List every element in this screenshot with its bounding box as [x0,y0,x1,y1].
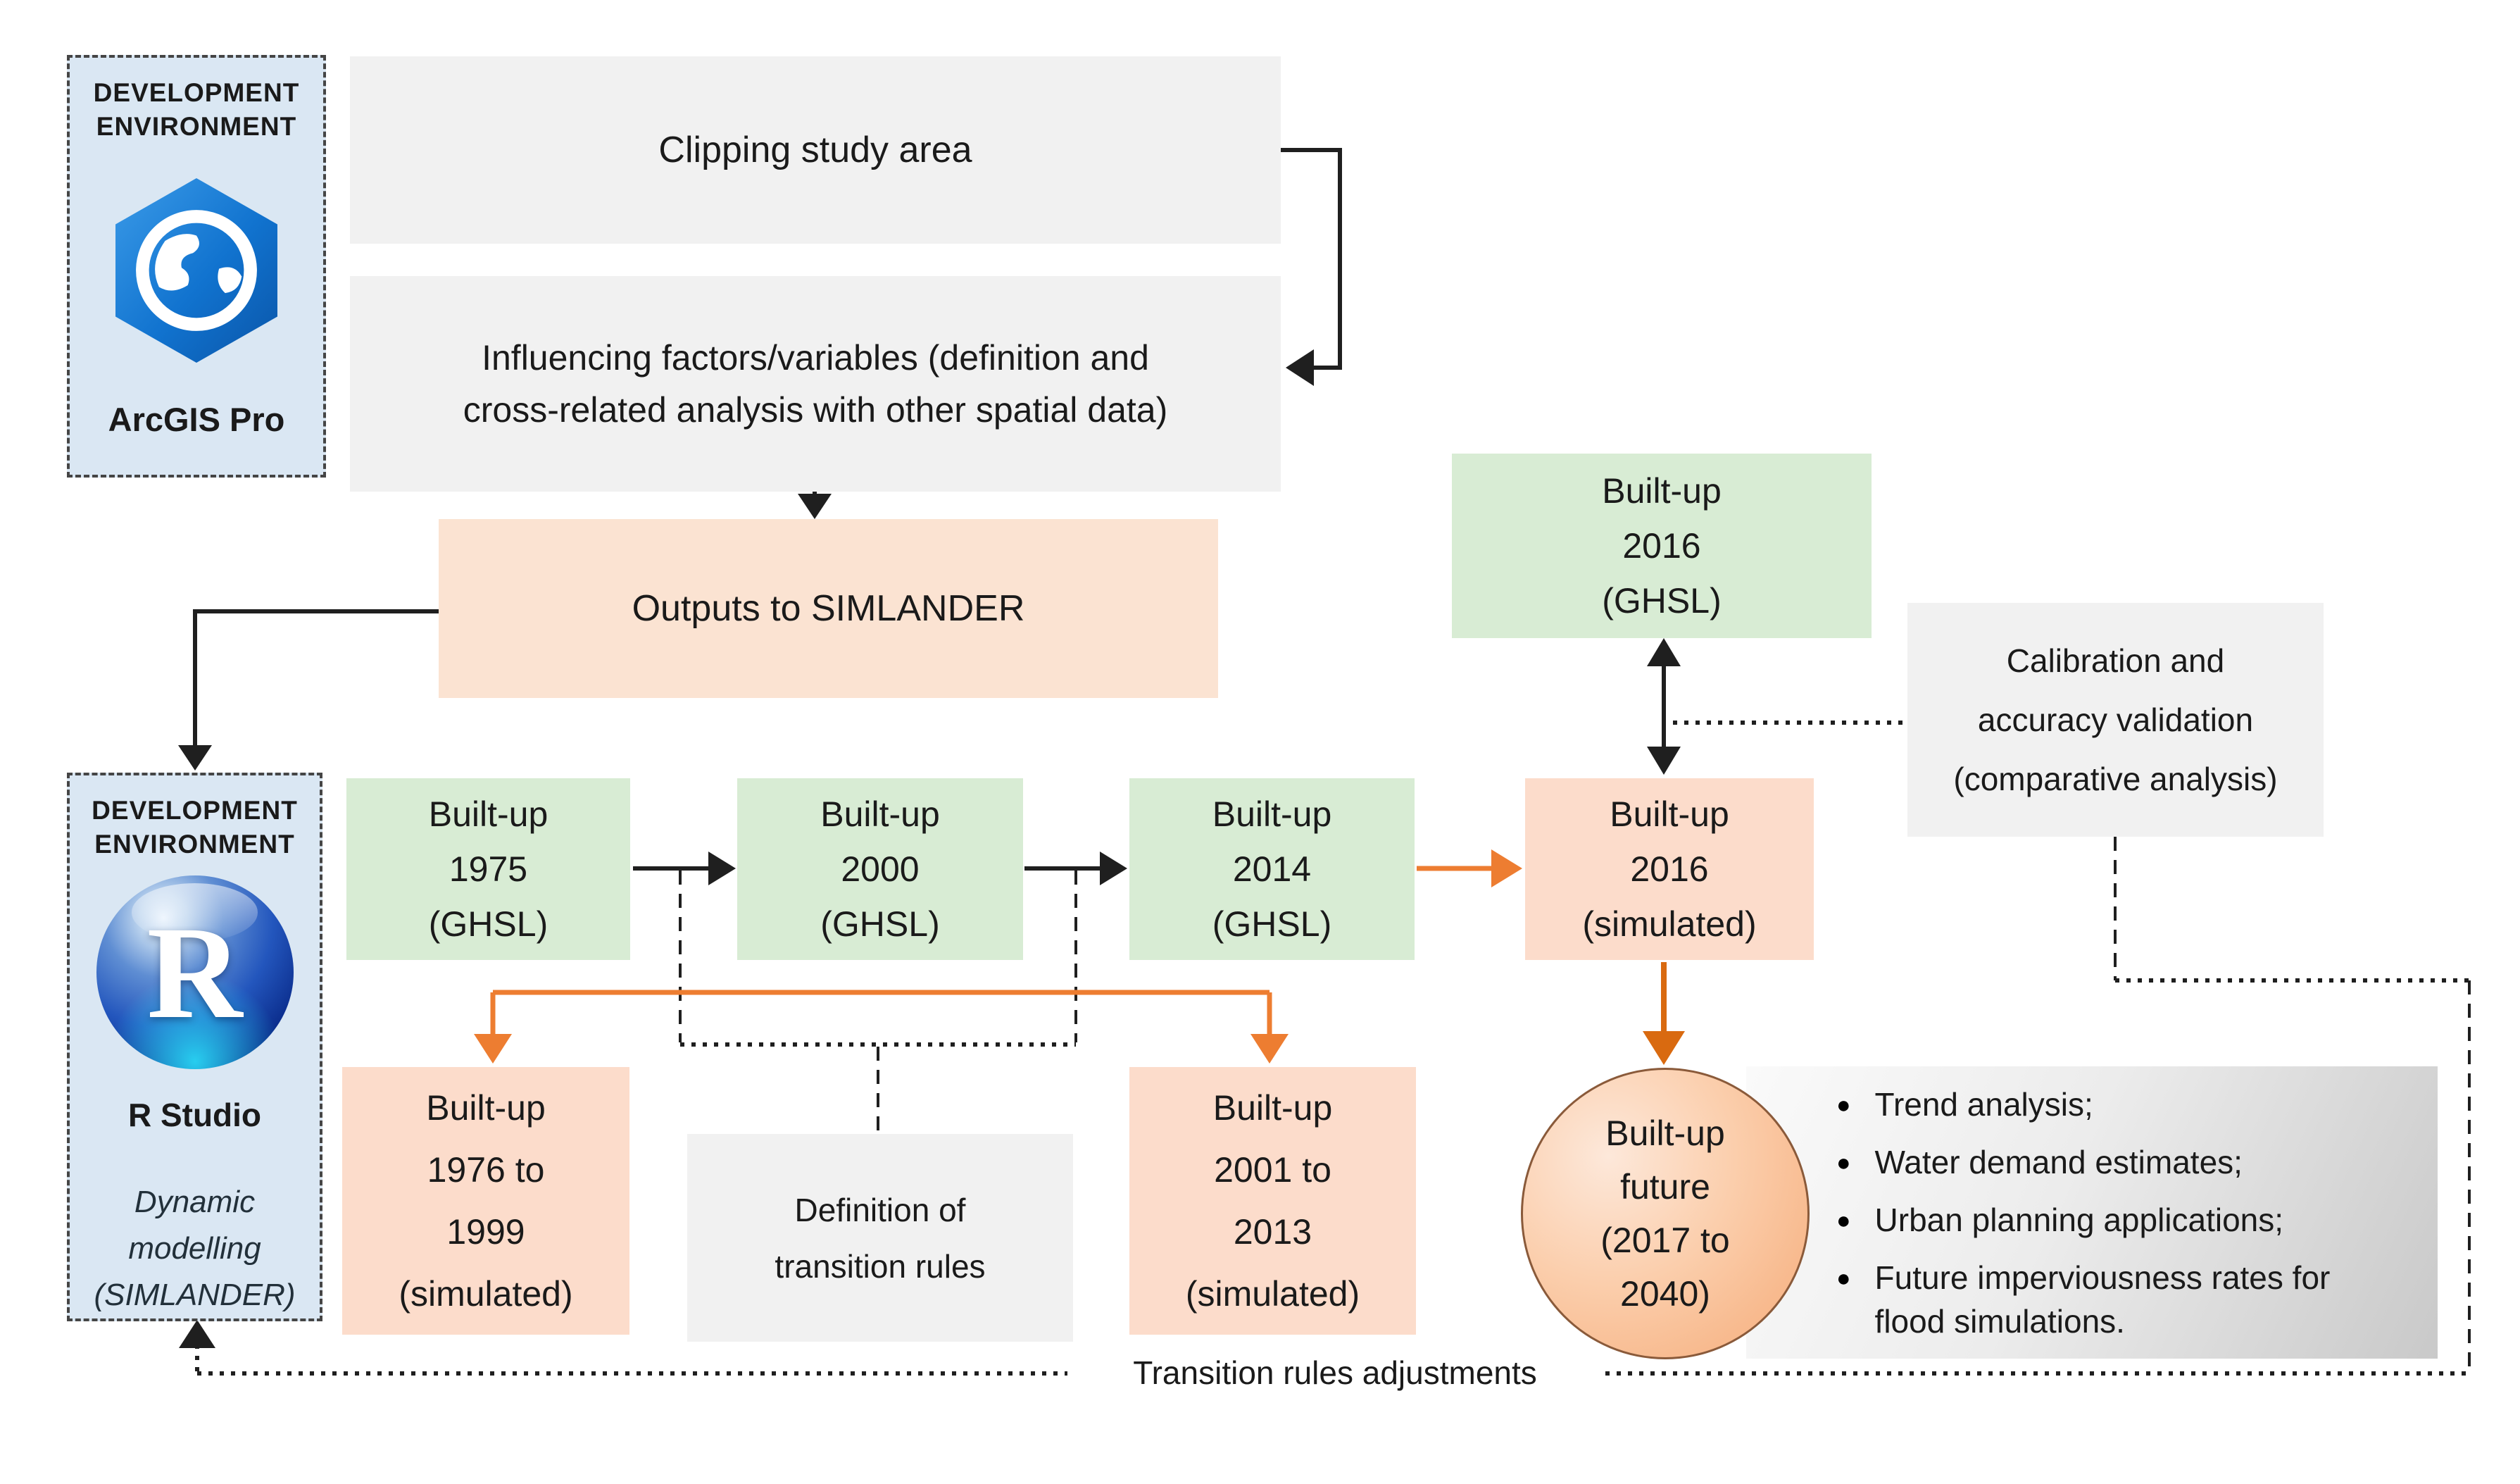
node-outputs-to-simlander: Outputs to SIMLANDER [439,519,1218,698]
node-label-line: Built-up [1212,1088,1333,1128]
rstudio-environment-box: DEVELOPMENT ENVIRONMENT R R Studio Dynam… [67,773,322,1321]
node-label-line: 2016 [1622,526,1701,566]
node-label-line: cross-related analysis with other spatia… [463,390,1168,430]
node-label-line: 1975 [449,849,528,889]
node-builtup-1976-1999-simulated: Built-up 1976 to 1999 (simulated) [342,1067,629,1335]
node-label-line: (GHSL) [1602,581,1722,621]
node-label-line: (comparative analysis) [1953,761,2278,797]
list-item-label: Urban planning applications; [1874,1201,2284,1238]
node-builtup-2014-ghsl: Built-up 2014 (GHSL) [1129,778,1415,960]
node-label-line: Influencing factors/variables (definitio… [482,338,1149,378]
node-label-line: 2040) [1620,1274,1710,1314]
r-studio-logo-icon: R [96,875,294,1069]
arrow-clipping-to-influencing [1281,148,1342,370]
arrow-outputs-to-rstudio [193,609,439,748]
bullet-icon: ● [1836,1091,1851,1118]
arrowhead-down-orange [1250,1034,1289,1064]
node-label-line: (simulated) [399,1274,573,1314]
env-header-line: ENVIRONMENT [96,112,297,141]
node-builtup-2016-ghsl: Built-up 2016 (GHSL) [1452,454,1872,638]
node-label-line: 1976 to [427,1150,545,1190]
node-label-line: 1999 [446,1212,525,1252]
list-item: ● Water demand estimates; [1836,1140,2438,1185]
node-builtup-future: Built-up future (2017 to 2040) [1521,1068,1810,1359]
arrowhead-down-orange [474,1034,512,1064]
node-influencing-factors: Influencing factors/variables (definitio… [350,276,1281,492]
node-builtup-1975-ghsl: Built-up 1975 (GHSL) [346,778,630,960]
node-label-line: (GHSL) [428,904,548,944]
bullet-icon: ● [1836,1264,1851,1292]
env-header-line: DEVELOPMENT [93,78,300,107]
list-item: ● Trend analysis; [1836,1083,2438,1128]
rstudio-env-name: R Studio [127,1097,262,1133]
list-item: ● Future imperviousness rates for flood … [1836,1256,2438,1343]
node-label-line: Built-up [1610,794,1729,834]
arrowhead-up [1647,638,1681,666]
node-label-line: (2017 to [1600,1221,1730,1260]
rstudio-subtitle-line: Dynamic [134,1185,256,1219]
list-item-label: Water demand estimates; [1874,1143,2243,1180]
arrowhead-right [708,852,736,885]
arcgis-env-name: ArcGIS Pro [108,401,285,438]
node-label-line: Built-up [426,1088,546,1128]
node-label-line: Calibration and [2006,642,2225,679]
arrowhead-down [178,745,212,771]
list-item-label: Trend analysis; [1874,1085,2093,1123]
arrowhead-up [179,1320,215,1348]
arrowhead-right [1100,852,1127,885]
rstudio-env-header: DEVELOPMENT ENVIRONMENT [92,794,298,861]
node-definition-transition-rules: Definition of transition rules [687,1134,1073,1342]
node-label-line: Built-up [1605,1114,1725,1153]
node-label-line: Built-up [428,794,548,834]
node-label-line: future [1620,1167,1710,1206]
arrowhead-right-orange [1491,849,1522,887]
env-header-line: DEVELOPMENT [92,796,298,825]
arcgis-env-header: DEVELOPMENT ENVIRONMENT [94,76,300,144]
node-label-line: (simulated) [1582,904,1757,944]
node-label-line: 2016 [1630,849,1709,889]
applications-panel: ● Trend analysis; ● Water demand estimat… [1746,1066,2438,1359]
node-builtup-2000-ghsl: Built-up 2000 (GHSL) [737,778,1023,960]
node-label: Outputs to SIMLANDER [632,588,1025,629]
node-label-line: 2000 [841,849,920,889]
node-label: Clipping study area [658,130,972,170]
node-label-line: (GHSL) [820,904,940,944]
arrowhead-down-darkorange [1643,1031,1685,1065]
transition-rules-adjustments-label: Transition rules adjustments [1067,1349,1603,1396]
node-label-line: (GHSL) [1212,904,1332,944]
bullet-icon: ● [1836,1206,1851,1234]
node-label-line: 2001 to [1214,1150,1331,1190]
node-label-line: 2013 [1233,1212,1312,1252]
node-label-line: Definition of [794,1191,966,1228]
arrowhead-left [1286,349,1314,386]
node-label-line: 2014 [1232,849,1312,889]
list-item: ● Urban planning applications; [1836,1198,2438,1243]
arcgis-pro-logo-icon [115,177,277,363]
node-label-line: transition rules [775,1247,986,1285]
node-calibration-validation: Calibration and accuracy validation (com… [1907,603,2324,837]
rstudio-subtitle: Dynamic modelling (SIMLANDER) [94,1179,295,1318]
logo-gloss-highlight [131,883,258,942]
env-header-line: ENVIRONMENT [94,830,295,859]
r-letter-glyph: R [146,899,243,1046]
node-label-line: accuracy validation [1977,702,2254,738]
node-builtup-2001-2013-simulated: Built-up 2001 to 2013 (simulated) [1129,1067,1416,1335]
arcgis-environment-box: DEVELOPMENT ENVIRONMENT ArcGIS Pro [67,55,326,478]
arrowhead-down [798,494,832,519]
node-clipping-study-area: Clipping study area [350,56,1281,244]
list-item-label: Future imperviousness rates for flood si… [1874,1259,2331,1340]
node-label-line: Built-up [1602,471,1722,511]
node-label-line: Built-up [820,794,940,834]
rstudio-subtitle-line: (SIMLANDER) [94,1278,296,1312]
bullet-icon: ● [1836,1149,1851,1176]
rstudio-subtitle-line: modelling [128,1231,261,1266]
arrowhead-down [1647,747,1681,775]
node-label-line: Built-up [1212,794,1332,834]
node-label-line: (simulated) [1185,1274,1360,1314]
node-builtup-2016-simulated: Built-up 2016 (simulated) [1525,778,1814,960]
